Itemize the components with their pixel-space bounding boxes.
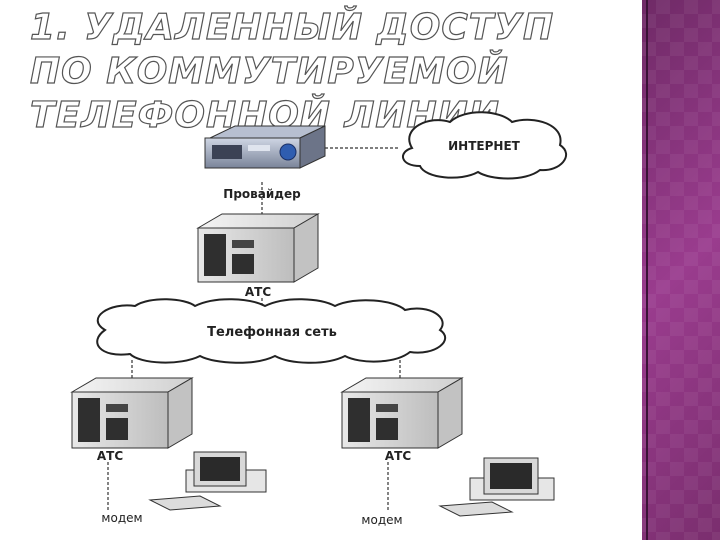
ats-top-server: АТС xyxy=(198,214,318,299)
phone-network-label: Телефонная сеть xyxy=(207,325,337,340)
network-diagram: ИНТЕРНЕТ Провайдер АТС Телефонная сеть А… xyxy=(0,0,640,540)
workstation-left: модем xyxy=(101,452,266,525)
ats-left-label: АТС xyxy=(97,449,123,463)
modem-right-label: модем xyxy=(361,513,402,527)
decorative-sidebar xyxy=(642,0,720,540)
modem-left-label: модем xyxy=(101,511,142,525)
ats-right-label: АТС xyxy=(385,449,411,463)
internet-cloud: ИНТЕРНЕТ xyxy=(403,112,566,178)
ats-left-server: АТС xyxy=(72,378,192,463)
internet-label: ИНТЕРНЕТ xyxy=(448,139,521,153)
sidebar-divider xyxy=(646,0,648,540)
ats-top-label: АТС xyxy=(245,285,271,299)
workstation-right: модем xyxy=(361,458,554,527)
provider-server: Провайдер xyxy=(205,126,325,201)
phone-network-cloud: Телефонная сеть xyxy=(97,299,445,363)
ats-right-server: АТС xyxy=(342,378,462,463)
provider-label: Провайдер xyxy=(223,187,301,201)
